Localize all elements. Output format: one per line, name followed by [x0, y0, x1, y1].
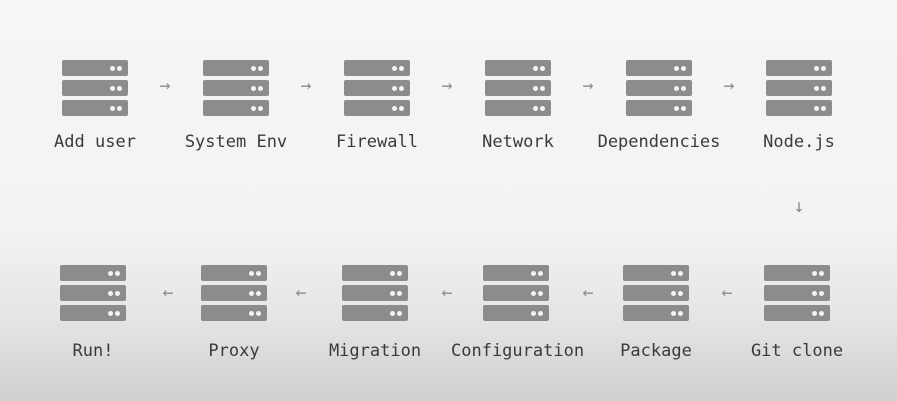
- arrow-right-icon: →: [159, 75, 171, 96]
- step-migration: Migration: [310, 265, 440, 375]
- step-add-user: Add user: [30, 60, 160, 170]
- server-icon: [60, 265, 126, 325]
- step-label: Node.js: [763, 132, 835, 152]
- server-icon: [342, 265, 408, 325]
- arrow-left-icon: ←: [721, 282, 733, 303]
- step-configuration: Configuration: [451, 265, 585, 375]
- arrow-left-icon: ←: [582, 282, 594, 303]
- step-label: Add user: [54, 132, 136, 152]
- step-git-clone: Git clone: [732, 265, 862, 375]
- server-icon: [764, 265, 830, 325]
- step-firewall: Firewall: [312, 60, 442, 170]
- arrow-left-icon: ←: [295, 282, 307, 303]
- step-label: Network: [482, 132, 554, 152]
- server-icon: [344, 60, 410, 120]
- step-label: Git clone: [750, 341, 844, 361]
- server-icon: [485, 60, 551, 120]
- arrow-right-icon: →: [723, 75, 735, 96]
- arrow-left-icon: ←: [441, 282, 453, 303]
- step-run: Run!: [28, 265, 158, 375]
- server-icon: [62, 60, 128, 120]
- step-label: Run!: [72, 341, 114, 361]
- server-icon: [201, 265, 267, 325]
- arrow-left-icon: ←: [162, 282, 174, 303]
- step-label: Configuration: [451, 341, 585, 361]
- step-label: Firewall: [336, 132, 418, 152]
- server-icon: [766, 60, 832, 120]
- step-label: Dependencies: [597, 132, 721, 152]
- arrow-down-icon: ↓: [793, 196, 805, 217]
- step-package: Package: [591, 265, 721, 375]
- arrow-right-icon: →: [582, 75, 594, 96]
- step-dependencies: Dependencies: [594, 60, 724, 170]
- server-icon: [626, 60, 692, 120]
- arrow-right-icon: →: [441, 75, 453, 96]
- arrow-right-icon: →: [300, 75, 312, 96]
- server-icon: [483, 265, 549, 325]
- step-nodejs: Node.js: [734, 60, 864, 170]
- server-icon: [623, 265, 689, 325]
- step-label: Migration: [328, 341, 422, 361]
- step-network: Network: [453, 60, 583, 170]
- step-system-env: System Env: [171, 60, 301, 170]
- step-label: Proxy: [208, 341, 260, 361]
- server-icon: [203, 60, 269, 120]
- step-proxy: Proxy: [169, 265, 299, 375]
- step-label: Package: [620, 341, 692, 361]
- step-label: System Env: [184, 132, 288, 152]
